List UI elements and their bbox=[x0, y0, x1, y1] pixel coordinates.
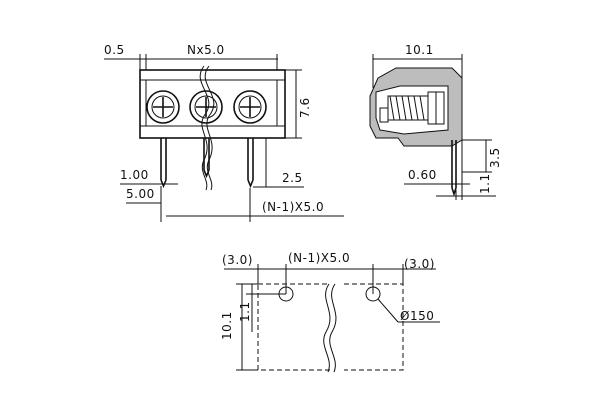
dim-hole-offset: 1.1 bbox=[238, 301, 252, 322]
dim-total-pitch: Nx5.0 bbox=[187, 43, 225, 57]
dim-right-margin: (3.0) bbox=[404, 257, 435, 271]
dim-pcb-height: 10.1 bbox=[220, 311, 234, 340]
dim-pin-width: 1.00 bbox=[120, 168, 149, 182]
pin-1 bbox=[160, 138, 167, 189]
dim-pcb-pitch: (N-1)X5.0 bbox=[288, 251, 350, 265]
pcb-hole-2 bbox=[365, 286, 381, 302]
screw-3 bbox=[233, 90, 267, 124]
dim-height: 7.6 bbox=[298, 97, 312, 118]
dim-hole-diameter: Ø150 bbox=[400, 309, 434, 323]
screw-2 bbox=[189, 90, 223, 124]
dim-depth: 10.1 bbox=[405, 43, 434, 57]
dim-pitch-n1: (N-1)X5.0 bbox=[262, 200, 324, 214]
dim-pin-height: 3.5 bbox=[488, 147, 502, 168]
dim-pin-offset: 1.1 bbox=[478, 173, 492, 194]
break-line bbox=[199, 65, 210, 191]
terminal-body bbox=[139, 69, 286, 139]
pin-2 bbox=[203, 138, 210, 179]
dim-pin-length: 2.5 bbox=[282, 171, 303, 185]
screw-1 bbox=[146, 90, 180, 124]
pcb-layout: (3.0) (N-1)X5.0 (3.0) 10.1 1.1 Ø150 bbox=[220, 251, 440, 373]
pin-3 bbox=[247, 138, 254, 189]
side-view: 10.1 3.5 0.60 1.1 bbox=[369, 43, 502, 200]
front-view: 0.5 Nx5.0 bbox=[104, 43, 344, 222]
dim-left-margin: (3.0) bbox=[222, 253, 253, 267]
dim-pin-spacing: 5.00 bbox=[126, 187, 155, 201]
dim-pin-thickness: 0.60 bbox=[408, 168, 437, 182]
dim-edge-offset: 0.5 bbox=[104, 43, 125, 57]
screw-thread bbox=[387, 91, 445, 125]
